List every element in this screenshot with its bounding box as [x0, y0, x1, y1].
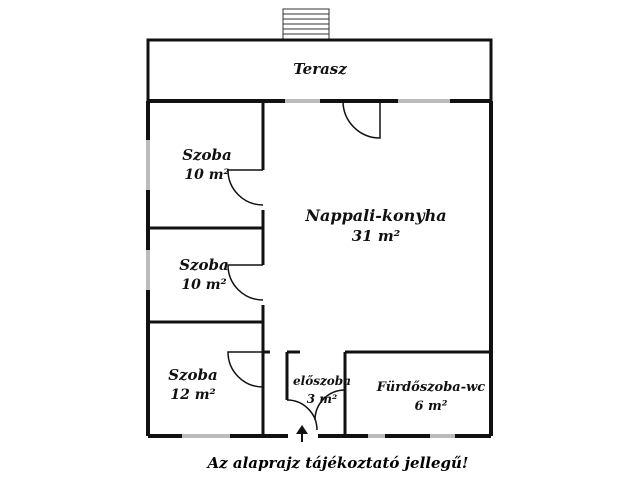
room1-area: 10 m² [184, 167, 229, 183]
room3-label: Szoba [168, 366, 218, 384]
door-swings [227, 100, 381, 431]
bath-area: 6 m² [414, 399, 447, 414]
living-area: 31 m² [352, 227, 401, 245]
windows [146, 99, 455, 438]
room2-label: Szoba [179, 256, 229, 274]
room2-area: 10 m² [181, 277, 226, 293]
room1-label: Szoba [182, 146, 232, 164]
entrance-arrow-icon [296, 425, 308, 442]
bath-label: Fürdőszoba-wc [376, 380, 486, 395]
hall-area: 3 m² [307, 392, 337, 406]
entrance-steps [282, 8, 330, 40]
disclaimer-text: Az alaprajz tájékoztató jellegű! [205, 454, 468, 472]
room3-area: 12 m² [170, 387, 215, 403]
hall-label: előszoba [293, 374, 351, 388]
interior-walls [148, 101, 491, 436]
terrace-label: Terasz [293, 60, 347, 78]
living-label: Nappali-konyha [304, 206, 446, 225]
